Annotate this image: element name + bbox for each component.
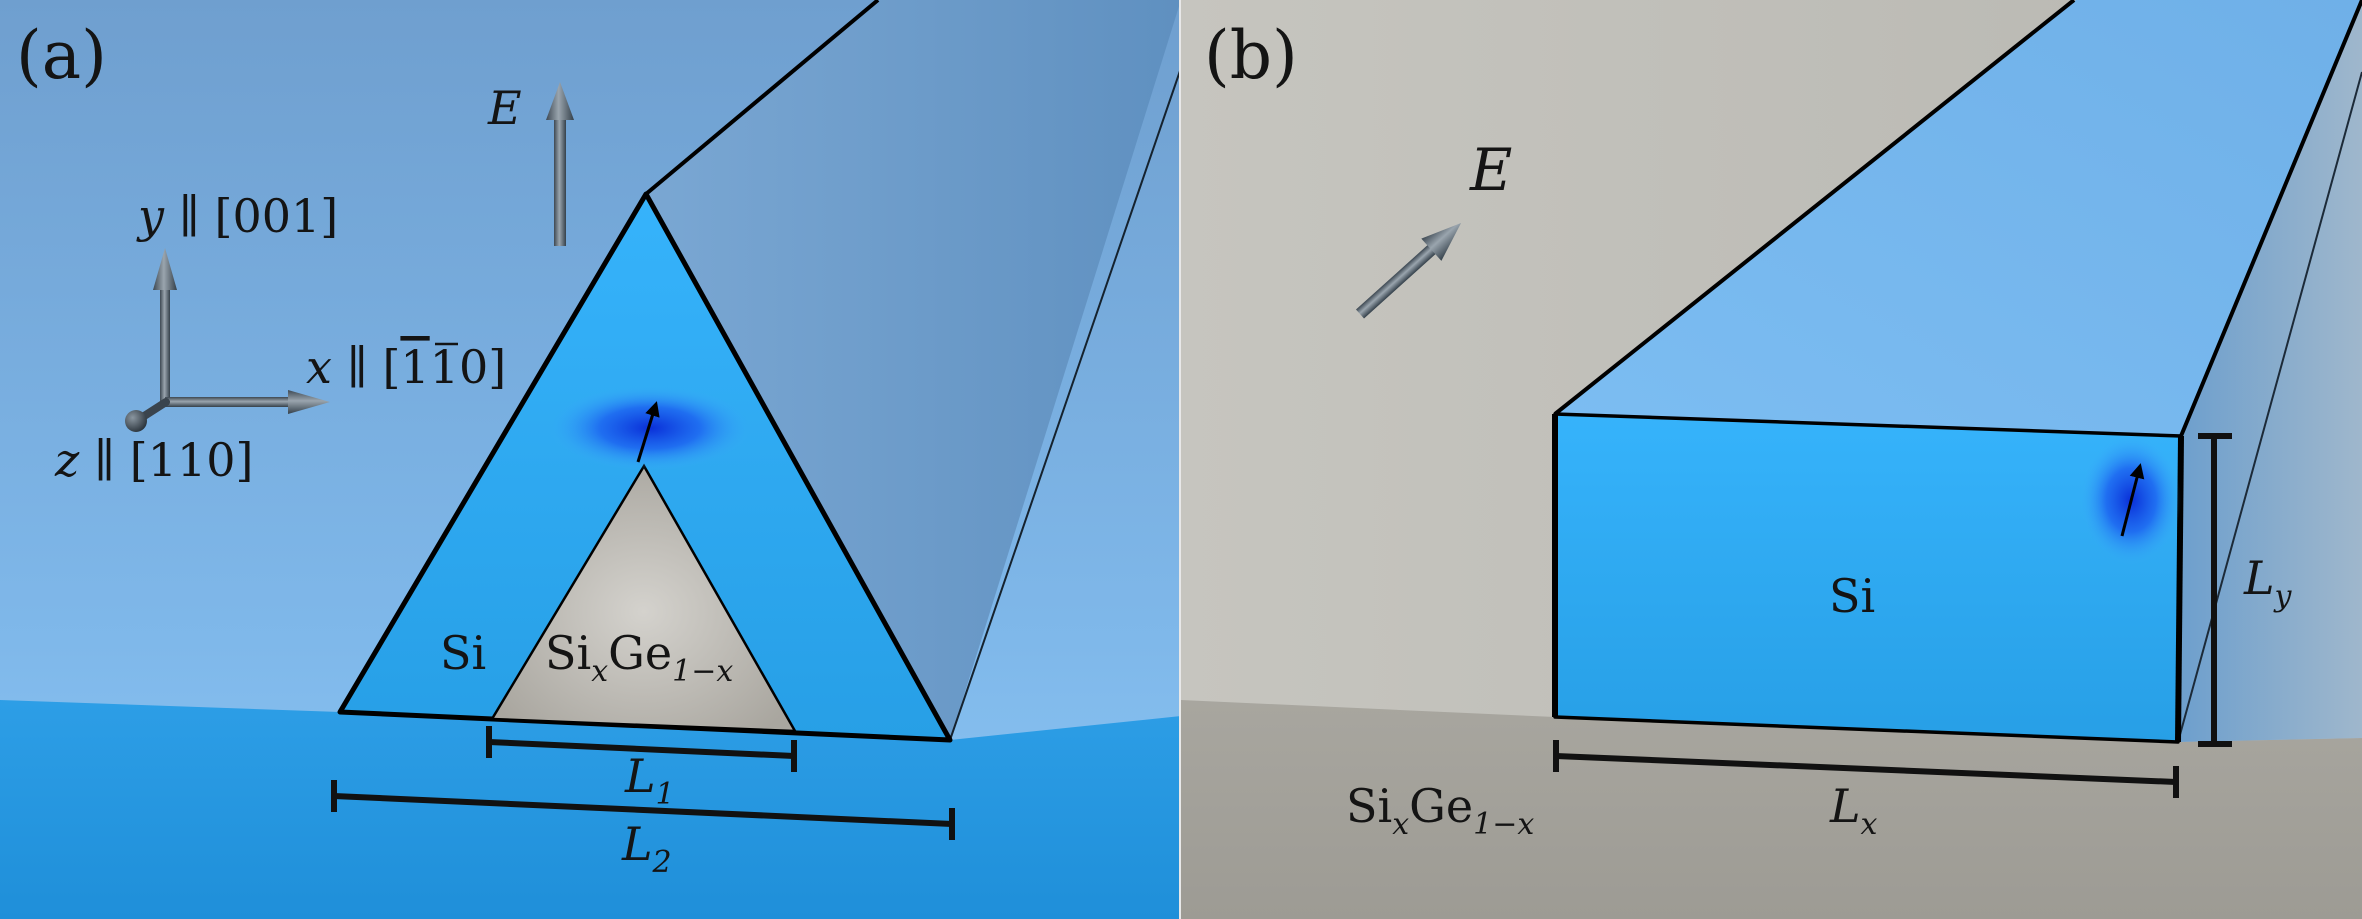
efield-label-a: E [487, 81, 522, 135]
lx-label: Lx [1829, 779, 1878, 842]
efield-label-b: E [1469, 136, 1512, 204]
wire-top-edge [1553, 0, 2076, 416]
wire-front-right-edge [2175, 435, 2184, 743]
coordinate-axes [125, 248, 330, 432]
efield-arrow-b [1355, 222, 1462, 319]
panel-divider [1179, 0, 1181, 919]
panel-b-substrate [1181, 700, 2362, 919]
wire-label: Si [1829, 569, 1875, 623]
wire-side-top-edge [2179, 0, 2362, 437]
spin-arrow-b [2120, 463, 2145, 537]
axis-x-label: x ∥ [110] [306, 340, 506, 394]
axis-y-label: y ∥ [001] [136, 189, 338, 243]
wire-side-back-edge [2177, 71, 2362, 743]
panel-a: E y ∥ [001] x ∥ [110] z ∥ [110] Si SixGe… [0, 0, 1182, 919]
dimension-bar-l2 [331, 780, 955, 840]
spin-arrow-a [636, 401, 660, 463]
axis-z-label: z ∥ [110] [54, 433, 253, 487]
dimension-bar-ly [2198, 433, 2232, 747]
panel-b: E Si SixGe1−x Lx Ly (b) [1181, 0, 2362, 919]
substrate-label: SixGe1−x [1346, 779, 1534, 842]
panel-b-label: (b) [1204, 17, 1298, 94]
dimension-bar-l1 [486, 726, 797, 772]
sige-core [489, 463, 798, 733]
l2-label: L2 [621, 817, 672, 880]
ly-label: Ly [2243, 551, 2293, 614]
efield-arrow-a [546, 82, 574, 246]
dimension-bar-lx [1553, 740, 2179, 798]
panel-a-label: (a) [16, 17, 107, 94]
l1-label: L1 [624, 749, 675, 812]
core-label: SixGe1−x [545, 626, 733, 689]
wire-side-face [2178, 0, 2362, 742]
wire-top-face [1555, 0, 2362, 436]
prism-top-edge [644, 0, 880, 196]
shell-label: Si [440, 626, 486, 680]
prism-side-face [646, 0, 1181, 740]
prism-back-edge [949, 67, 1182, 741]
